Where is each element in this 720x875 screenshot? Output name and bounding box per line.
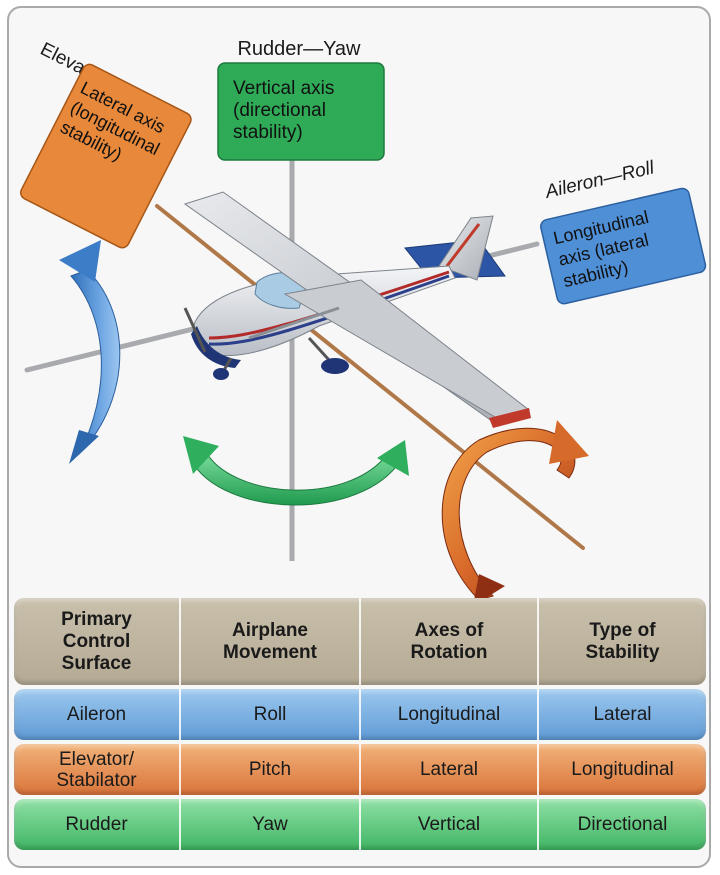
airplane-illustration	[183, 191, 531, 428]
table-cell: Roll	[181, 689, 361, 740]
table-row-rudder: Rudder Yaw Vertical Directional	[14, 799, 706, 850]
pitch-rotation-arrow	[59, 240, 121, 464]
longitudinal-axis-label-box: Longitudinal axis (lateral stability)	[540, 187, 707, 305]
table-cell: Aileron	[14, 689, 181, 740]
header-text: Stability	[585, 641, 660, 663]
header-text: Control	[62, 630, 131, 652]
cell-text: Elevator/	[59, 748, 134, 770]
axes-illustration: Rudder—Yaw Vertical axis (directional st…	[20, 38, 707, 606]
vertical-axis-line3: stability)	[233, 122, 303, 143]
header-text: Type of	[589, 619, 656, 641]
roll-rotation-arrow	[441, 420, 589, 606]
lateral-axis-line	[155, 204, 585, 550]
cell-text: Stabilator	[56, 769, 137, 791]
header-text: Movement	[223, 641, 317, 663]
table-cell: Longitudinal	[361, 689, 539, 740]
vertical-axis-line2: (directional	[233, 100, 326, 121]
table-cell: Vertical	[361, 799, 539, 850]
header-text: Axes of	[414, 619, 484, 641]
table-row-elevator: Elevator/Stabilator Pitch Lateral Longit…	[14, 744, 706, 795]
table-cell: Lateral	[593, 704, 652, 725]
header-text: Airplane	[231, 619, 309, 641]
table-cell: Longitudinal	[571, 759, 674, 780]
header-text: Primary	[61, 608, 132, 630]
header-text: Surface	[61, 652, 132, 674]
table-cell: Lateral	[361, 744, 539, 795]
table-cell: Directional	[577, 814, 668, 835]
lateral-axis-label-box: Lateral axis (longitudinal stability)	[20, 63, 192, 249]
header-text: Rotation	[410, 641, 488, 663]
rudder-yaw-title: Rudder—Yaw	[237, 38, 361, 60]
table-cell: Elevator/Stabilator	[14, 744, 181, 795]
aileron-roll-title: Aileron—Roll	[542, 157, 656, 203]
table-row-aileron: Aileron Roll Longitudinal Lateral	[14, 689, 706, 740]
yaw-rotation-arrow	[183, 436, 409, 506]
vertical-axis-line1: Vertical axis	[233, 78, 334, 99]
table-cell: Pitch	[181, 744, 361, 795]
vertical-axis-label-box: Vertical axis (directional stability)	[217, 62, 385, 161]
table-cell: Rudder	[14, 799, 181, 850]
table-cell: Yaw	[181, 799, 361, 850]
